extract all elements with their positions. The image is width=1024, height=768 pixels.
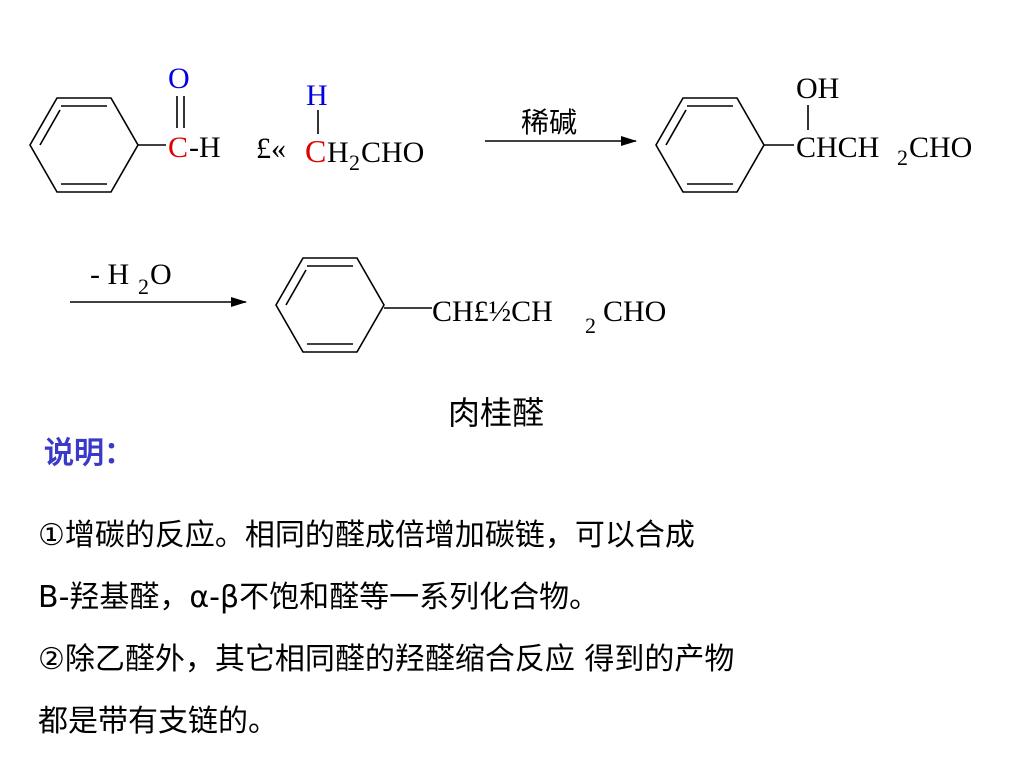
aldehyde-hydrogen: -H (189, 131, 221, 164)
benzene-ring-product1 (655, 97, 765, 193)
benzene-ring-reactant (29, 97, 139, 193)
reaction-scheme: O C -H £« H C H 2 CHO 稀碱 OH CHCH 2 CHO -… (29, 62, 972, 353)
reactant2-h: H (327, 136, 349, 169)
product1-cho: CHO (909, 131, 972, 164)
note-line-1: ①增碳的反应。相同的醛成倍增加碳链，可以合成 (38, 518, 695, 553)
carbonyl-oxygen: O (168, 62, 190, 95)
plus-sign: £« (256, 132, 286, 165)
product2-chain: CH£½CH (432, 295, 553, 328)
product-name: 肉桂醛 (447, 394, 544, 432)
alpha-carbon: C (305, 133, 326, 169)
hydroxyl-group: OH (796, 72, 839, 105)
product2-subscript: 2 (585, 313, 596, 338)
alpha-hydrogen: H (306, 79, 328, 112)
carbonyl-carbon: C (168, 131, 188, 164)
notes-body: ①增碳的反应。相同的醛成倍增加碳链，可以合成 B-羟基醛，α-β不饱和醛等一系列… (38, 505, 998, 753)
note-line-4: 都是带有支链的。 (38, 704, 278, 739)
benzene-ring-product2 (275, 257, 385, 353)
arrow1-label: 稀碱 (521, 106, 577, 139)
product2-cho: CHO (603, 295, 666, 328)
notes-heading: 说明： (44, 436, 134, 471)
arrow2-label: - H (90, 258, 129, 291)
arrow2-label-o: O (150, 258, 172, 291)
note-line-3: ②除乙醛外，其它相同醛的羟醛缩合反应 得到的产物 (38, 642, 735, 677)
note-line-2: B-羟基醛，α-β不饱和醛等一系列化合物。 (38, 580, 600, 615)
reactant2-cho: CHO (361, 136, 424, 169)
arrow2-subscript: 2 (138, 274, 149, 299)
product1-chain: CHCH (796, 131, 879, 164)
product1-subscript: 2 (897, 145, 908, 170)
reactant2-subscript: 2 (349, 150, 360, 175)
